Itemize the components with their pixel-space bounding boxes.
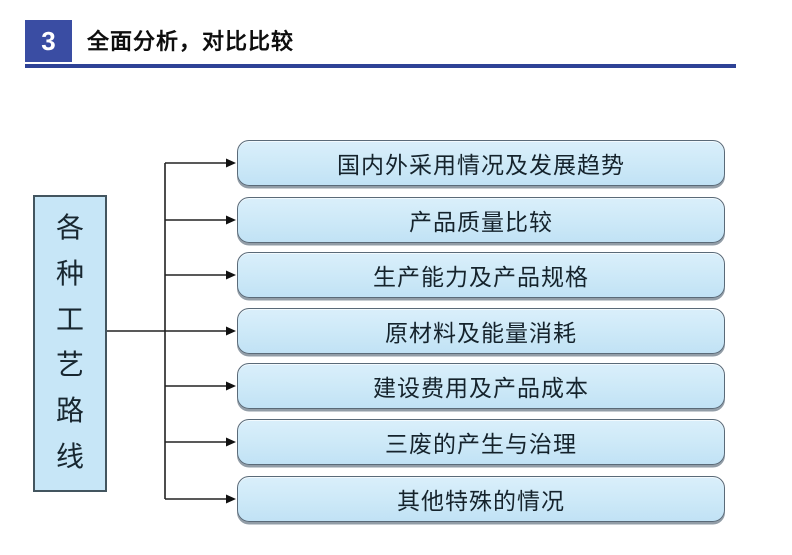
arrowhead-icon: [226, 494, 236, 504]
root-node-char: 艺: [55, 350, 84, 382]
header-divider: [25, 64, 736, 68]
branch-box: 三废的产生与治理: [237, 419, 725, 465]
arrowhead-icon: [226, 158, 236, 168]
branch-box: 建设费用及产品成本: [237, 363, 725, 409]
page-title: 全面分析，对比比较: [87, 29, 295, 54]
root-node-char: 种: [55, 258, 84, 290]
arrowhead-icon: [226, 437, 236, 447]
arrowhead-icon: [226, 381, 236, 391]
branch-box: 生产能力及产品规格: [237, 252, 725, 298]
section-number-badge: 3: [25, 20, 72, 62]
arrowhead-icon: [226, 215, 236, 225]
root-node-char: 线: [55, 442, 84, 474]
branch-box: 原材料及能量消耗: [237, 308, 725, 354]
root-node-char: 路: [55, 396, 84, 428]
arrowhead-icon: [226, 270, 236, 280]
branch-box: 产品质量比较: [237, 197, 725, 243]
arrowhead-icon: [226, 326, 236, 336]
root-node-char: 各: [55, 212, 84, 244]
branch-box: 国内外采用情况及发展趋势: [237, 140, 725, 186]
root-node-char: 工: [55, 304, 84, 336]
branch-box: 其他特殊的情况: [237, 476, 725, 522]
root-node-process-routes: 各 种 工 艺 路 线: [33, 195, 107, 492]
